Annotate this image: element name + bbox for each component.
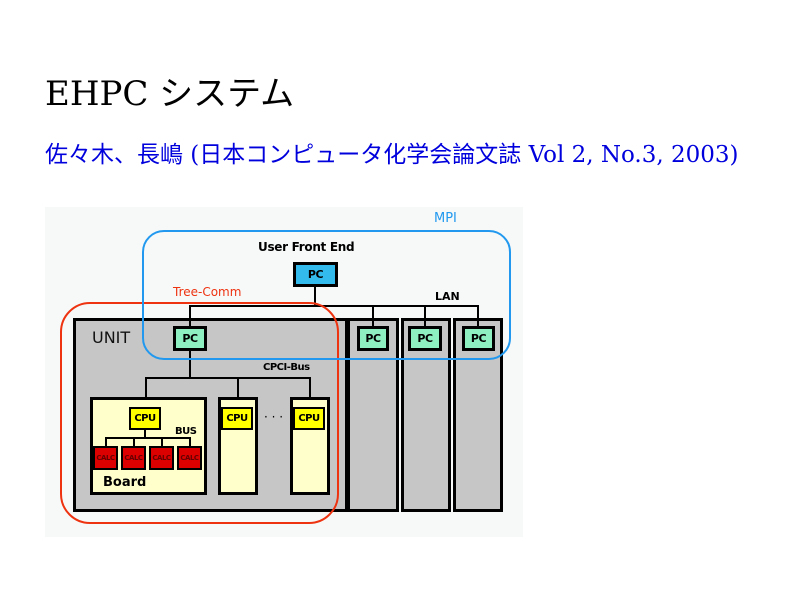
tree-comm-outline [60,302,339,524]
calc: CALC [93,446,118,470]
slide-title: EHPC システム [45,74,295,114]
unit-label: UNIT [92,328,131,347]
board-bus-line [144,430,146,439]
lan-line [477,305,479,326]
lan-label: LAN [435,290,460,303]
cpci-bus-line [309,377,311,399]
calc: CALC [177,446,202,470]
board-bus-line [133,437,135,446]
cpci-bus-label: CPCI-Bus [263,362,310,373]
lan-line [189,305,479,307]
board-bus-line [105,437,191,439]
calc: CALC [149,446,174,470]
ellipsis: · · · [264,410,284,424]
unit-pc: PC [408,326,442,351]
cpci-bus-line [145,377,311,379]
cpu: CPU [129,407,161,430]
cpci-bus-line [145,377,147,399]
front-end-label: User Front End [258,240,355,254]
cpu: CPU [293,407,325,430]
lan-line [189,305,191,326]
front-end-pc: PC [293,262,338,287]
lan-line [424,305,426,326]
lan-line [372,305,374,326]
cpu: CPU [221,407,253,430]
board-bus-line [189,437,191,446]
unit-pc: PC [173,326,207,351]
calc: CALC [121,446,146,470]
board-bus-line [105,437,107,446]
cpci-bus-line [189,351,191,379]
board-label: Board [103,475,147,490]
bus-label: BUS [175,426,197,437]
mpi-outline [142,230,511,360]
lan-line [314,287,316,306]
slide-subtitle: 佐々木、長嶋 (日本コンピュータ化学会論文誌 Vol 2, No.3, 2003… [45,142,739,168]
mpi-label: MPI [434,211,457,226]
cpci-bus-line [237,377,239,399]
unit-pc: PC [357,326,389,351]
tree-comm-label: Tree-Comm [173,285,242,299]
board-bus-line [161,437,163,446]
